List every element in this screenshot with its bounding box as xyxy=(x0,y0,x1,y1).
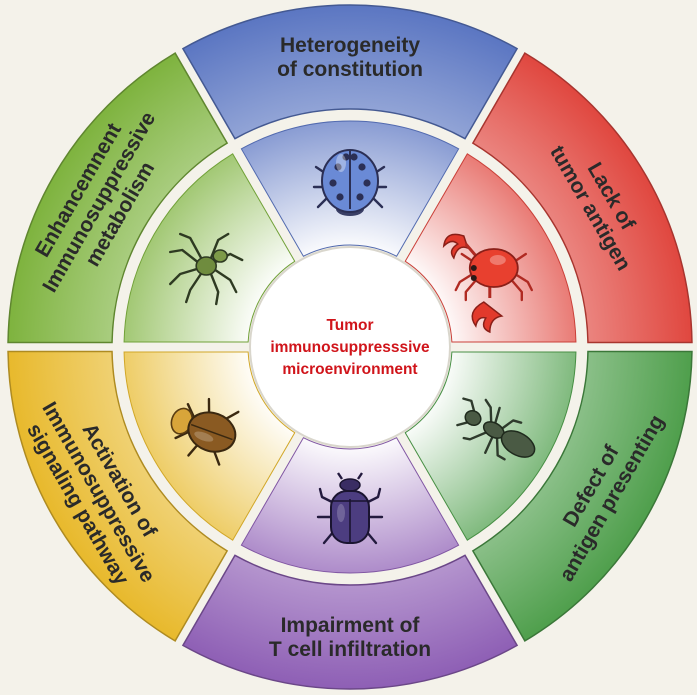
inner-segment-metabolism xyxy=(123,153,296,343)
segment-label-line: T cell infiltration xyxy=(269,638,431,661)
center-label-line-1: Tumor xyxy=(326,317,373,334)
outer-segment-signaling xyxy=(7,350,229,642)
outer-segment-t-cell xyxy=(181,554,519,690)
ant-icon xyxy=(456,397,536,461)
segment-label-t-cell: Impairment ofT cell infiltration xyxy=(269,614,431,661)
center-label-line-3: microenvironment xyxy=(282,361,417,378)
ladybug-icon xyxy=(312,149,388,216)
outer-ring xyxy=(7,4,693,690)
inner-segment-lack-antigen xyxy=(404,153,577,343)
outer-segment-metabolism xyxy=(7,52,229,344)
crab-icon xyxy=(442,233,533,334)
scarab-beetle-icon xyxy=(316,472,384,545)
inner-segment-antigen-presenting xyxy=(404,351,577,541)
beetle-icon xyxy=(170,397,240,466)
center-label-line-2: immunosuppresssive xyxy=(270,339,430,356)
outer-segment-lack-antigen xyxy=(471,52,693,344)
outer-segment-heterogeneity xyxy=(181,4,519,140)
outer-segment-antigen-presenting xyxy=(471,350,693,642)
center-circle xyxy=(249,246,451,448)
segment-label-line: Impairment of xyxy=(281,614,421,637)
segment-label-line: Heterogeneity xyxy=(280,34,420,57)
icon-layer xyxy=(168,149,536,545)
spider-icon xyxy=(168,232,244,306)
segment-label-line: of constitution xyxy=(277,58,423,81)
